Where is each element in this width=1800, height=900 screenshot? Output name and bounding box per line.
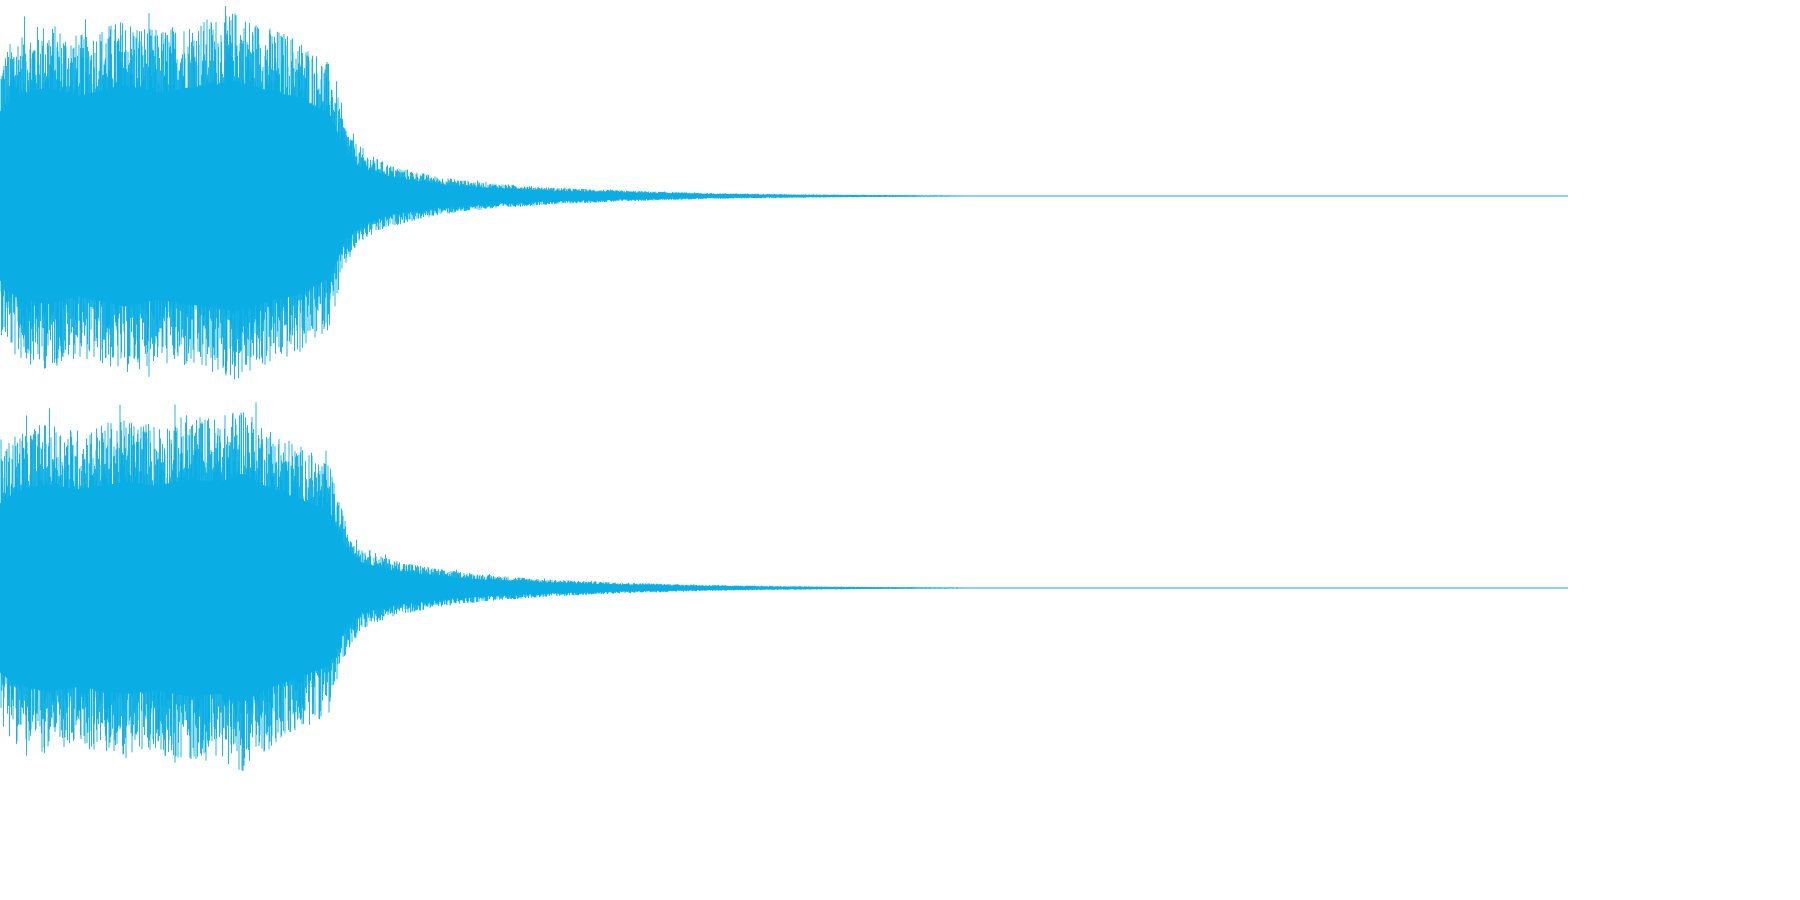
waveform-plot [0, 6, 1568, 772]
channel-2-envelope-core [0, 474, 1568, 702]
channel-1-envelope-core [0, 80, 1568, 312]
waveform-display [0, 6, 1568, 772]
channel-2-waveform [0, 402, 1568, 772]
channel-1-waveform [0, 6, 1568, 380]
